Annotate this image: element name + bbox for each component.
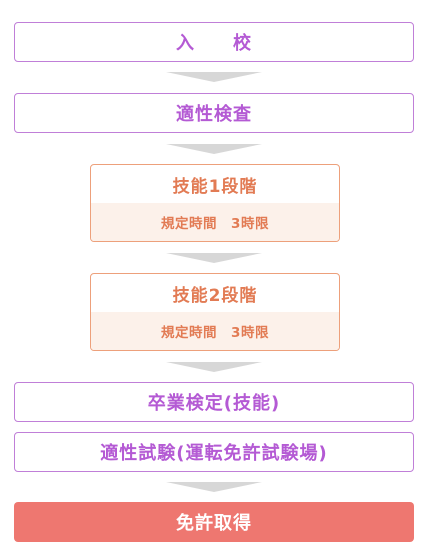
skill-stage-2-title: 技能2段階 (172, 285, 258, 306)
step-enrollment: 入 校 (14, 22, 414, 62)
arrow-down-icon (166, 144, 262, 154)
step-aptitude-label: 適性検査 (176, 104, 252, 125)
step-graduation-exam: 卒業検定(技能) (14, 382, 414, 422)
step-license: 免許取得 (14, 502, 414, 542)
step-enrollment-label: 入 校 (176, 33, 252, 54)
step-skill-stage-1: 技能1段階 規定時間 3時限 (90, 164, 340, 242)
step-skill-stage-2: 技能2段階 規定時間 3時限 (90, 273, 340, 351)
arrow-down-icon (166, 482, 262, 492)
step-aptitude-exam-label: 適性試験(運転免許試験場) (100, 443, 328, 464)
skill-stage-2-note: 規定時間 3時限 (91, 312, 339, 350)
step-aptitude: 適性検査 (14, 93, 414, 133)
arrow-down-icon (166, 72, 262, 82)
step-aptitude-exam: 適性試験(運転免許試験場) (14, 432, 414, 472)
arrow-down-icon (166, 362, 262, 372)
step-graduation-exam-label: 卒業検定(技能) (147, 393, 281, 414)
skill-stage-1-note: 規定時間 3時限 (91, 203, 339, 241)
skill-stage-1-title: 技能1段階 (172, 176, 258, 197)
step-license-label: 免許取得 (176, 513, 252, 534)
arrow-down-icon (166, 253, 262, 263)
